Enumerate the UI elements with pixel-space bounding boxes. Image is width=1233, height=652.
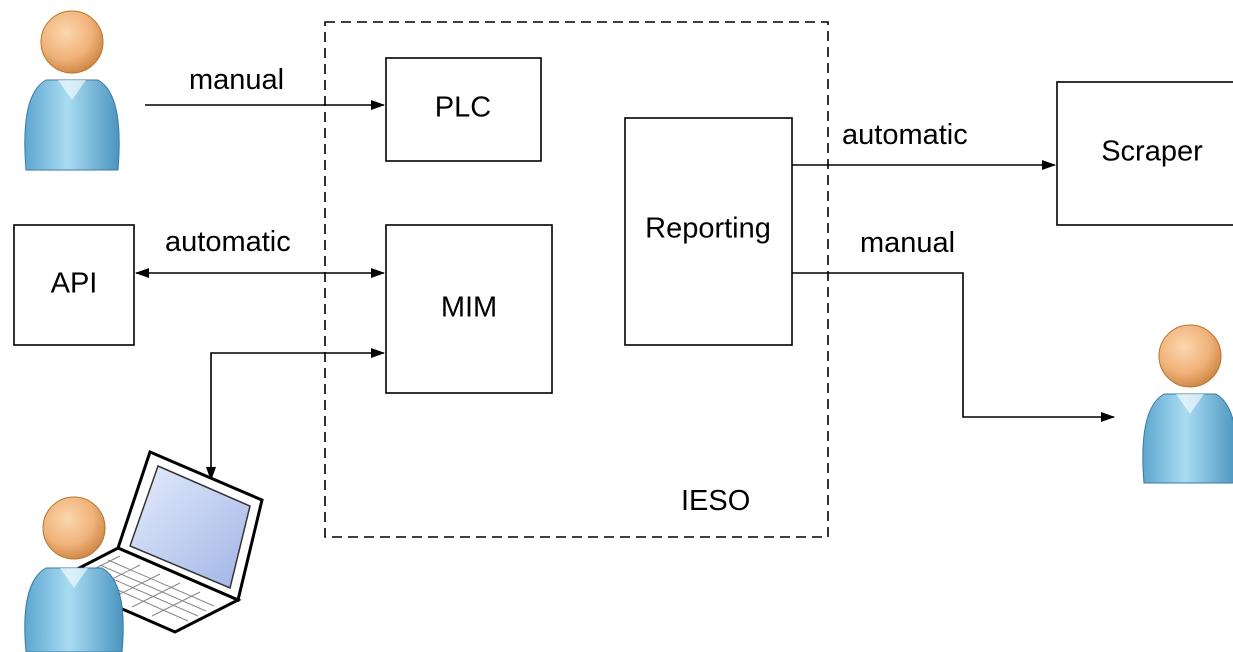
api-label: API <box>51 268 98 300</box>
reporting-to-user-label: manual <box>860 227 955 259</box>
mim-box <box>385 224 553 394</box>
plc-box <box>385 57 542 162</box>
reporting-box <box>624 117 793 346</box>
user-to-plc-label: manual <box>189 64 284 96</box>
reporting-to-scraper-label: automatic <box>842 119 968 151</box>
ieso-label: IESO <box>681 485 750 517</box>
laptop-to-mim-arrow <box>206 348 385 481</box>
plc-label: PLC <box>435 92 491 124</box>
user-icon <box>1142 324 1233 484</box>
scraper-label: Scraper <box>1101 136 1203 168</box>
user-icon <box>24 496 124 652</box>
reporting-label: Reporting <box>645 213 771 245</box>
mim-label: MIM <box>441 292 497 324</box>
api-to-mim-label: automatic <box>165 226 291 258</box>
user-icon <box>24 10 120 171</box>
scraper-box <box>1056 81 1233 226</box>
ieso-boundary <box>324 21 829 538</box>
api-box <box>13 224 135 346</box>
reporting-to-user-arrow <box>792 272 1115 422</box>
